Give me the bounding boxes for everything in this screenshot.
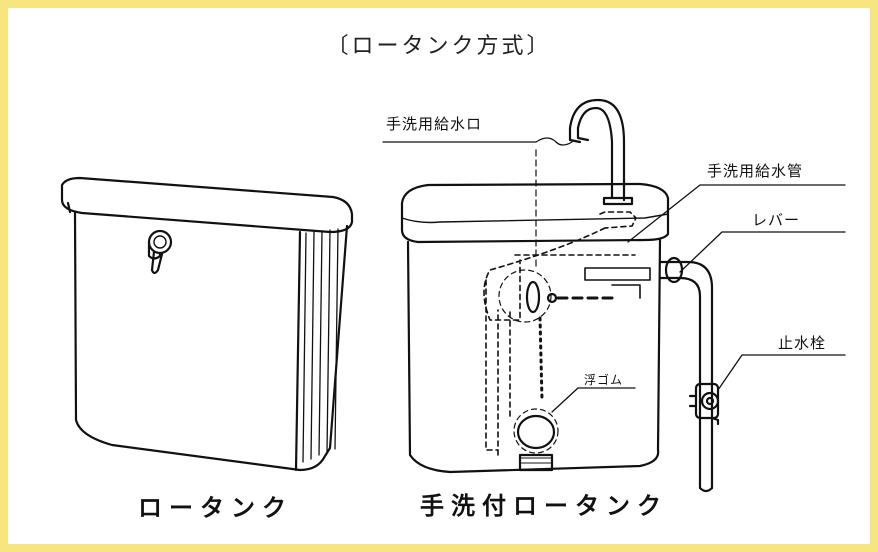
leader-lines (382, 137, 846, 413)
caption-hand-wash-tank: 手洗付ロータンク (420, 492, 668, 520)
diagram-title: 〔ロータンク方式〕 (326, 34, 552, 59)
lever-label: レバー (752, 211, 801, 229)
low-tank-drawing (60, 176, 354, 472)
caption-low-tank: ロータンク (138, 494, 293, 522)
diagram-frame (8, 8, 870, 544)
float-label: 浮ゴム (584, 373, 624, 387)
spout-label: 手洗用給水ロ (386, 115, 483, 133)
stopcock-label: 止水栓 (778, 334, 827, 352)
pipe-label: 手洗用給水管 (707, 162, 804, 180)
hand-wash-tank-drawing (400, 98, 720, 493)
